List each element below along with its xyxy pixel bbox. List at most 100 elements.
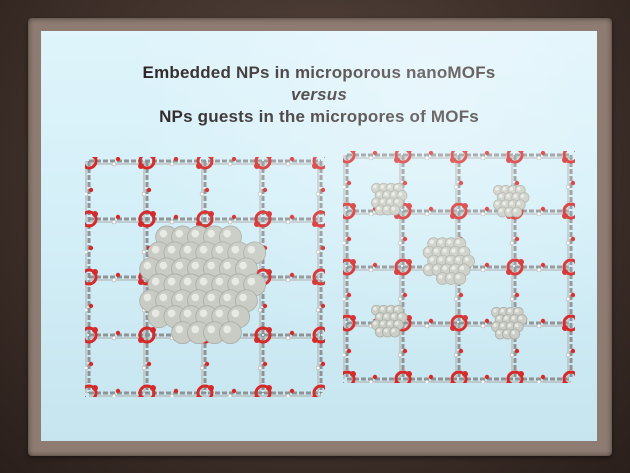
np-atom-highlight	[207, 325, 216, 334]
hydrogen-atom	[85, 249, 89, 255]
oxygen-atom	[372, 262, 378, 268]
metal-node	[312, 326, 325, 344]
oxygen-atom	[320, 303, 325, 309]
np-atom-highlight	[518, 316, 523, 320]
hydrogen-atom	[509, 296, 515, 302]
np-atom-highlight	[380, 321, 384, 325]
oxygen-atom	[320, 245, 325, 251]
embedded-np-mof-svg	[85, 157, 325, 397]
oxygen-atom	[254, 163, 260, 169]
np-atom-highlight	[398, 192, 403, 196]
hydrogen-atom	[257, 191, 263, 197]
oxygen-atom	[85, 395, 86, 397]
oxygen-atom	[196, 221, 202, 227]
np-atom-highlight	[513, 194, 517, 198]
np-atom-highlight	[455, 274, 461, 279]
oxygen-atom	[570, 236, 575, 242]
embedded-nanoparticle	[139, 225, 267, 345]
oxygen-atom	[320, 361, 325, 367]
oxygen-atom	[428, 151, 434, 156]
np-atom-highlight	[223, 229, 231, 238]
hydrogen-atom	[424, 323, 430, 329]
hydrogen-atom	[343, 352, 347, 358]
oxygen-atom	[266, 327, 272, 333]
metal-node	[343, 202, 356, 220]
metal-node	[138, 157, 156, 170]
np-atom-highlight	[447, 239, 452, 244]
np-atom-highlight	[391, 314, 395, 318]
np-atom-highlight	[509, 201, 514, 205]
np-atom-highlight	[504, 330, 508, 335]
hydrogen-atom	[424, 155, 430, 161]
metal-node	[312, 384, 325, 397]
np-atom-highlight	[438, 239, 443, 244]
metal-node	[394, 258, 412, 276]
np-atom-highlight	[239, 293, 247, 302]
np-atom-highlight	[455, 257, 461, 262]
oxygen-atom	[138, 279, 144, 285]
oxygen-atom	[562, 269, 568, 275]
oxygen-atom	[324, 157, 325, 159]
hydrogen-atom	[343, 184, 347, 190]
oxygen-atom	[343, 157, 344, 163]
oxygen-atom	[88, 187, 94, 193]
oxygen-atom	[514, 236, 520, 242]
oxygen-atom	[92, 385, 98, 391]
metal-node	[450, 202, 468, 220]
oxygen-atom	[254, 337, 260, 343]
oxygen-atom	[254, 221, 260, 227]
oxygen-atom	[484, 151, 490, 156]
oxygen-atom	[324, 327, 325, 333]
oxygen-atom	[540, 206, 546, 212]
hydrogen-atom	[315, 191, 321, 197]
hydrogen-atom	[315, 307, 321, 313]
oxygen-atom	[266, 157, 272, 159]
np-atom-highlight	[199, 245, 208, 254]
oxygen-atom	[92, 211, 98, 217]
metal-node	[562, 202, 575, 220]
oxygen-atom	[506, 157, 512, 163]
np-atom-highlight	[183, 277, 192, 286]
hydrogen-atom	[111, 335, 117, 341]
oxygen-atom	[428, 206, 434, 212]
np-atom-highlight	[239, 261, 247, 270]
oxygen-atom	[428, 318, 434, 324]
oxygen-atom	[204, 361, 210, 367]
oxygen-atom	[570, 180, 575, 186]
np-atom-highlight	[167, 245, 176, 254]
oxygen-atom	[518, 371, 524, 377]
np-atom-highlight	[495, 187, 499, 191]
oxygen-atom	[312, 337, 318, 343]
np-atom-highlight	[511, 330, 515, 335]
hydrogen-atom	[368, 379, 374, 383]
oxygen-atom	[514, 348, 520, 354]
np-atom-highlight	[499, 208, 503, 213]
np-atom-highlight	[183, 245, 192, 254]
projected-slide: Embedded NPs in microporous nanoMOFs ver…	[41, 31, 597, 441]
oxygen-atom	[254, 395, 260, 397]
np-atom-highlight	[143, 261, 152, 270]
oxygen-atom	[312, 279, 318, 285]
oxygen-atom	[562, 325, 568, 331]
hydrogen-atom	[536, 267, 542, 273]
oxygen-atom	[92, 157, 98, 159]
hydrogen-atom	[480, 211, 486, 217]
np-atom-highlight	[442, 265, 447, 271]
metal-node	[85, 384, 98, 397]
oxygen-atom	[115, 330, 121, 336]
hydrogen-atom	[285, 335, 291, 341]
hydrogen-atom	[509, 352, 515, 358]
oxygen-atom	[406, 371, 412, 377]
np-atom-highlight	[493, 309, 497, 313]
metal-node	[254, 384, 272, 397]
hydrogen-atom	[315, 365, 321, 371]
oxygen-atom	[484, 262, 490, 268]
np-atom-highlight	[504, 316, 508, 320]
guest-nanoparticle	[493, 184, 530, 218]
oxygen-atom	[514, 180, 520, 186]
np-atom-highlight	[167, 277, 176, 286]
oxygen-atom	[320, 187, 325, 193]
oxygen-atom	[402, 292, 408, 298]
hydrogen-atom	[343, 296, 347, 302]
np-atom-highlight	[438, 257, 443, 262]
